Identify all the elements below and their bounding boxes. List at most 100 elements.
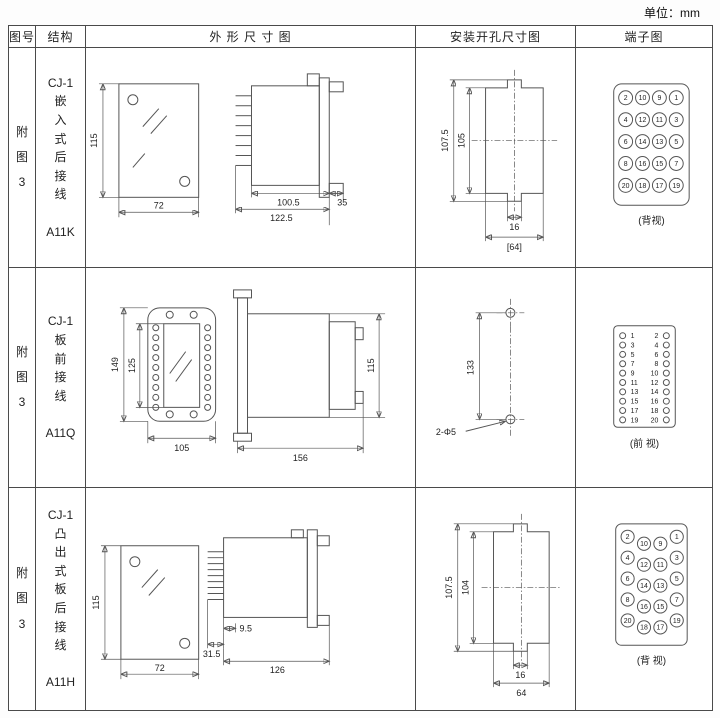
terminal-circle bbox=[618, 156, 634, 171]
terminal-number: 2 bbox=[626, 534, 630, 541]
terminal-circle bbox=[662, 341, 670, 349]
terminal-circle bbox=[636, 599, 652, 614]
mounting-drawing-a11k: 107.5 105 16 [64] bbox=[440, 69, 558, 252]
front-dimensions: 149 125 105 bbox=[110, 307, 216, 453]
hole-spec-label: 2-Φ5 bbox=[436, 427, 456, 437]
fig-no-cell-2: 附 图 3 bbox=[9, 268, 36, 488]
terminal-circle bbox=[636, 578, 652, 593]
terminal-circle bbox=[662, 397, 670, 405]
terminal-number: 4 bbox=[626, 555, 630, 562]
terminal-number: 20 bbox=[651, 417, 659, 424]
fig-no-cell-3: 附 图 3 bbox=[9, 488, 36, 711]
header-structure: 结构 bbox=[36, 26, 86, 48]
terminal-block-outline bbox=[615, 523, 688, 646]
front-plate bbox=[147, 307, 217, 422]
terminal-number: 1 bbox=[674, 95, 678, 102]
terminal-circle bbox=[620, 550, 635, 565]
structure-1: CJ-1 嵌 入 式 后 接 线 A11K bbox=[46, 75, 75, 239]
terminal-number: 10 bbox=[651, 371, 659, 378]
cutout-shape bbox=[481, 513, 562, 662]
terminal-number: 18 bbox=[639, 183, 647, 190]
terminal-number: 14 bbox=[639, 139, 647, 146]
terminal-caption: (背 视) bbox=[637, 654, 666, 667]
terminal-number: 5 bbox=[631, 352, 635, 359]
outline-drawing-a11q: 149 125 105 bbox=[110, 289, 386, 463]
terminal-number: 17 bbox=[631, 408, 639, 415]
terminal-number: 3 bbox=[631, 342, 635, 349]
terminal-block-outline bbox=[613, 83, 690, 206]
relay-body bbox=[223, 537, 308, 618]
terminal-circle bbox=[620, 613, 635, 628]
terminal-number: 9 bbox=[658, 541, 662, 548]
terminal-circle bbox=[662, 388, 670, 396]
header-outline-label: 外 形 尺 寸 图 bbox=[209, 30, 292, 44]
terminal-circle bbox=[668, 156, 684, 171]
terminal-circle bbox=[635, 112, 650, 128]
dim-total-depth: 126 bbox=[270, 665, 285, 675]
terminal-caption: (前 视) bbox=[630, 437, 659, 450]
terminal-number: 15 bbox=[656, 161, 664, 168]
terminal-circle bbox=[651, 112, 667, 128]
terminal-number: 9 bbox=[657, 95, 661, 102]
terminal-number: 19 bbox=[672, 183, 680, 190]
terminal-number: 8 bbox=[655, 361, 659, 368]
terminal-circle bbox=[662, 350, 670, 358]
terminal-number: 17 bbox=[657, 625, 665, 632]
dim-window-height: 125 bbox=[127, 358, 137, 373]
side-dimensions: 156 115 bbox=[237, 313, 386, 463]
outline-cell-2: 149 125 105 bbox=[86, 268, 416, 488]
terminal-circle bbox=[662, 369, 670, 377]
terminal-circle bbox=[618, 134, 634, 150]
terminal-number: 19 bbox=[631, 417, 639, 424]
mounting-dimensions: 133 2-Φ5 bbox=[436, 312, 506, 437]
terminal-circle bbox=[635, 156, 650, 171]
header-structure-label: 结构 bbox=[47, 30, 74, 44]
terminal-circle bbox=[620, 592, 635, 607]
terminal-number: 1 bbox=[675, 534, 679, 541]
terminal-circle bbox=[669, 529, 684, 544]
header-fig-no: 图号 bbox=[9, 26, 36, 48]
terminal-number: 15 bbox=[657, 604, 665, 611]
terminal-number: 8 bbox=[624, 161, 628, 168]
dim-cutout-inner: 104 bbox=[461, 580, 471, 595]
terminal-circle bbox=[618, 177, 634, 193]
header-terminal-label: 端子图 bbox=[624, 30, 664, 44]
structure-2: CJ-1 板 前 接 线 A11Q bbox=[45, 314, 76, 440]
terminal-circle bbox=[619, 369, 627, 377]
terminal-circle bbox=[662, 416, 670, 424]
terminal-number: 11 bbox=[657, 562, 664, 569]
outline-drawing-a11h: 115 72 9.5 bbox=[91, 529, 415, 680]
terminal-circle bbox=[662, 360, 670, 368]
terminal-number: 17 bbox=[656, 183, 664, 190]
dim-plate-width: 105 bbox=[174, 443, 189, 453]
dim-cutout-width: [64] bbox=[507, 242, 522, 252]
terminal-number: 18 bbox=[651, 408, 659, 415]
dim-side-height: 115 bbox=[366, 358, 376, 372]
terminal-circle bbox=[618, 90, 634, 106]
terminal-number: 13 bbox=[657, 583, 665, 590]
terminal-circle bbox=[651, 134, 667, 150]
terminal-circle bbox=[620, 571, 635, 586]
terminal-circle bbox=[636, 536, 652, 551]
dim-cutout-width: 64 bbox=[516, 688, 526, 698]
terminal-number: 11 bbox=[631, 380, 638, 387]
dim-hole-spacing: 133 bbox=[466, 360, 476, 375]
terminal-number: 4 bbox=[624, 117, 628, 124]
terminal-circle bbox=[651, 156, 667, 171]
mounting-cell-2: 133 2-Φ5 bbox=[416, 268, 576, 488]
dim-side-length: 156 bbox=[293, 453, 308, 463]
side-view bbox=[233, 289, 364, 442]
terminal-circle bbox=[619, 407, 627, 415]
terminal-circle bbox=[635, 177, 650, 193]
structure-cell-3: CJ-1 凸 出 式 板 后 接 线 A11H bbox=[36, 488, 86, 711]
cutout-shape bbox=[471, 69, 558, 212]
mounting-drawing-a11h: 107.5 104 16 64 bbox=[444, 513, 562, 698]
terminal-number: 8 bbox=[626, 597, 630, 604]
terminal-circle bbox=[653, 578, 668, 593]
terminal-circle bbox=[619, 332, 627, 340]
side-dimensions: 100.5 35 122.5 bbox=[235, 165, 347, 226]
